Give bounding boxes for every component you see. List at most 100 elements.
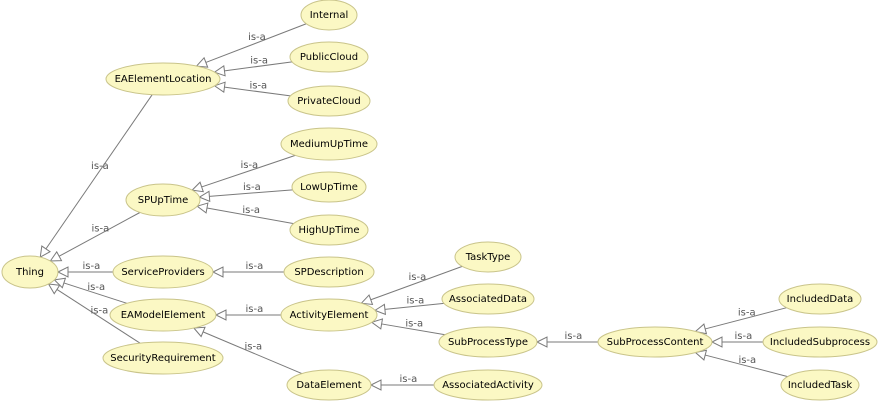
hollow-arrowhead-icon [710, 336, 723, 348]
hollow-arrowhead-icon [213, 81, 226, 93]
node-dataelement[interactable]: DataElement [286, 369, 372, 401]
edge-line [384, 302, 445, 310]
node-highuptime[interactable]: HighUpTime [289, 214, 369, 246]
node-label: HighUpTime [298, 225, 359, 236]
node-spdescription[interactable]: SPDescription [283, 256, 375, 288]
edge-line [209, 189, 293, 197]
node-includeddata[interactable]: IncludedData [778, 283, 862, 315]
node-ellipse [112, 255, 214, 289]
edge-label: is-a [735, 331, 753, 342]
node-lowuptime[interactable]: LowUpTime [291, 171, 367, 203]
node-spuptime[interactable]: SPUpTime [125, 183, 201, 217]
node-ellipse [762, 326, 878, 358]
edge-label: is-a [246, 261, 264, 272]
hollow-arrowhead-icon [535, 336, 548, 348]
node-mediumuptime[interactable]: MediumUpTime [280, 127, 378, 161]
node-ellipse [433, 369, 543, 401]
node-label: SecurityRequirement [110, 353, 215, 364]
node-includedsubprocess[interactable]: IncludedSubprocess [762, 326, 878, 358]
node-includedtask[interactable]: IncludedTask [780, 369, 860, 401]
node-label: MediumUpTime [290, 139, 368, 150]
edge-associatedactivity-to-dataelement: is-a [369, 374, 434, 391]
node-securityrequirement[interactable]: SecurityRequirement [102, 341, 224, 375]
node-label: IncludedData [787, 294, 854, 305]
node-ellipse [109, 298, 217, 332]
edge-label: is-a [565, 331, 583, 342]
edge-label: is-a [244, 342, 262, 353]
node-label: ServiceProviders [121, 267, 204, 278]
node-serviceproviders[interactable]: ServiceProviders [112, 255, 214, 289]
node-ellipse [102, 341, 224, 375]
node-ellipse [454, 241, 522, 273]
node-associatedactivity[interactable]: AssociatedActivity [433, 369, 543, 401]
hollow-arrowhead-icon [198, 190, 211, 203]
hollow-arrowhead-icon [213, 65, 226, 77]
edge-securityrequirement-to-thing: is-a [47, 283, 141, 344]
node-subprocesstype[interactable]: SubProcessType [438, 326, 538, 358]
node-thing[interactable]: Thing [1, 255, 59, 289]
edge-includedtask-to-subprocesscontent: is-a [694, 349, 788, 378]
edge-label: is-a [92, 223, 110, 234]
edge-line [205, 23, 307, 63]
node-label: Thing [15, 267, 44, 278]
edge-line [206, 207, 294, 225]
hollow-arrowhead-icon [47, 283, 61, 295]
edge-publiccloud-to-eaelementlocation: is-a [213, 55, 293, 77]
edge-spuptime-to-thing: is-a [49, 212, 141, 262]
hollow-arrowhead-icon [369, 379, 382, 391]
edge-line [705, 307, 787, 330]
hollow-arrowhead-icon [360, 294, 374, 306]
node-activityelement[interactable]: ActivityElement [280, 298, 378, 332]
node-ellipse [289, 41, 369, 73]
edges-layer: is-ais-ais-ais-ais-ais-ais-ais-ais-ais-a… [39, 23, 788, 391]
node-label: SubProcessContent [607, 337, 704, 348]
node-subprocesscontent[interactable]: SubProcessContent [597, 326, 713, 358]
edge-label: is-a [738, 307, 756, 318]
node-ellipse [125, 183, 201, 217]
node-eamodelelement[interactable]: EAModelElement [109, 298, 217, 332]
node-label: AssociatedActivity [442, 380, 534, 391]
node-ellipse [1, 255, 59, 289]
edge-line [45, 94, 153, 250]
node-ellipse [597, 326, 713, 358]
edge-mediumuptime-to-spuptime: is-a [191, 154, 296, 193]
node-label: IncludedTask [788, 380, 853, 391]
edge-label: is-a [243, 182, 261, 193]
node-label: EAModelElement [121, 310, 206, 321]
edge-line [58, 212, 141, 257]
edge-label: is-a [83, 261, 101, 272]
edge-includeddata-to-subprocesscontent: is-a [694, 307, 787, 335]
node-label: SPUpTime [138, 195, 189, 206]
edge-label: is-a [249, 81, 267, 92]
node-tasktype[interactable]: TaskType [454, 241, 522, 273]
node-label: DataElement [296, 380, 361, 391]
node-ellipse [291, 171, 367, 203]
node-internal[interactable]: Internal [300, 0, 358, 31]
edge-serviceproviders-to-thing: is-a [56, 261, 113, 278]
edge-line [56, 288, 141, 344]
node-ellipse [778, 283, 862, 315]
edge-line [224, 61, 293, 72]
hollow-arrowhead-icon [373, 303, 386, 316]
node-ellipse [441, 283, 535, 315]
edge-associateddata-to-activityelement: is-a [373, 295, 445, 316]
edge-line [202, 331, 303, 375]
node-label: IncludedSubprocess [770, 337, 870, 348]
edge-line [201, 154, 296, 188]
edge-label: is-a [240, 160, 258, 171]
edge-eamodelelement-to-thing: is-a [53, 277, 127, 304]
hollow-arrowhead-icon [56, 266, 69, 278]
edge-label: is-a [400, 374, 418, 385]
node-associateddata[interactable]: AssociatedData [441, 283, 535, 315]
edge-eaelementlocation-to-thing: is-a [39, 94, 153, 259]
node-privatecloud[interactable]: PrivateCloud [287, 85, 371, 117]
edge-lowuptime-to-spuptime: is-a [198, 182, 293, 203]
node-label: AssociatedData [449, 294, 527, 305]
node-eaelementlocation[interactable]: EAElementLocation [105, 62, 221, 96]
edge-includedsubprocess-to-subprocesscontent: is-a [710, 331, 763, 348]
hollow-arrowhead-icon [39, 245, 52, 259]
node-publiccloud[interactable]: PublicCloud [289, 41, 369, 73]
node-ellipse [289, 214, 369, 246]
node-label: ActivityElement [290, 310, 369, 321]
edge-label: is-a [738, 355, 756, 366]
